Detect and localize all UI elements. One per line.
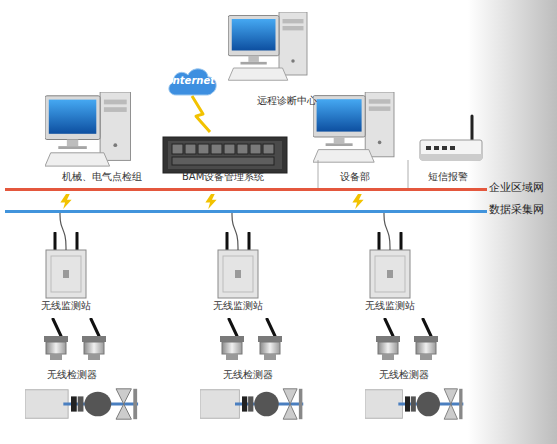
wireless-detector: 无线检测器 xyxy=(32,318,112,382)
node-label: 无线监测站 xyxy=(358,300,422,312)
node-label: 无线检测器 xyxy=(364,369,444,381)
node-label: 无线监测站 xyxy=(206,300,270,312)
node-label: BAM设备管理系统 xyxy=(182,171,287,183)
wireless-station: 无线监测站 xyxy=(358,250,422,314)
server-rack: BAM设备管理系统 xyxy=(160,132,290,184)
station-icon xyxy=(370,233,410,298)
wireless-bolt xyxy=(352,194,363,209)
antenna-cable xyxy=(232,213,238,250)
network-label: 企业区域网 xyxy=(489,181,555,194)
machine-icon xyxy=(200,389,303,419)
sensor-icon xyxy=(376,319,400,360)
computer-icon xyxy=(228,12,307,80)
computer-station: 设备部 xyxy=(310,92,402,184)
node-label: 机械、电气点检组 xyxy=(62,171,152,183)
station-icon xyxy=(46,233,86,298)
computer-icon xyxy=(313,92,394,162)
node-label: 短信报警 xyxy=(428,171,488,183)
network-label: 数据采集网 xyxy=(489,203,555,216)
sensor-icon xyxy=(258,319,282,360)
internet-cloud: Internet xyxy=(166,66,218,96)
sms-modem-icon xyxy=(420,116,482,160)
computer-icon xyxy=(45,92,131,166)
machine-icon xyxy=(365,389,463,419)
wireless-bolt xyxy=(60,194,71,209)
antenna-cable xyxy=(60,213,66,250)
sensor-icon xyxy=(44,319,68,360)
sensor-icon xyxy=(414,319,438,360)
network-band: 数据采集网 xyxy=(5,210,487,213)
computer-station: 远程诊断中心 xyxy=(225,15,320,110)
network-band: 企业区域网 xyxy=(5,188,487,191)
node-label: 无线检测器 xyxy=(208,369,288,381)
computer-station: 机械、电气点检组 xyxy=(40,92,152,184)
node-label: 无线监测站 xyxy=(34,300,98,312)
server-rack-icon xyxy=(163,137,287,173)
wireless-detector: 无线检测器 xyxy=(208,318,288,382)
node-label: 远程诊断中心 xyxy=(257,95,319,107)
wireless-detector: 无线检测器 xyxy=(364,318,444,382)
sms-alarm: 短信报警 xyxy=(412,110,490,184)
separator-line xyxy=(318,160,319,188)
separator-line xyxy=(408,160,409,188)
sensor-icon xyxy=(220,319,244,360)
wireless-station: 无线监测站 xyxy=(34,250,98,314)
wireless-bolt xyxy=(205,194,216,209)
node-label: 设备部 xyxy=(340,171,400,183)
node-label: 无线检测器 xyxy=(32,369,112,381)
wireless-link xyxy=(192,96,210,132)
node-label: Internet xyxy=(166,75,218,87)
antenna-cable xyxy=(384,213,390,250)
machine-icon xyxy=(25,389,138,419)
sensor-icon xyxy=(82,319,106,360)
wireless-station: 无线监测站 xyxy=(206,250,270,314)
station-icon xyxy=(218,233,258,298)
